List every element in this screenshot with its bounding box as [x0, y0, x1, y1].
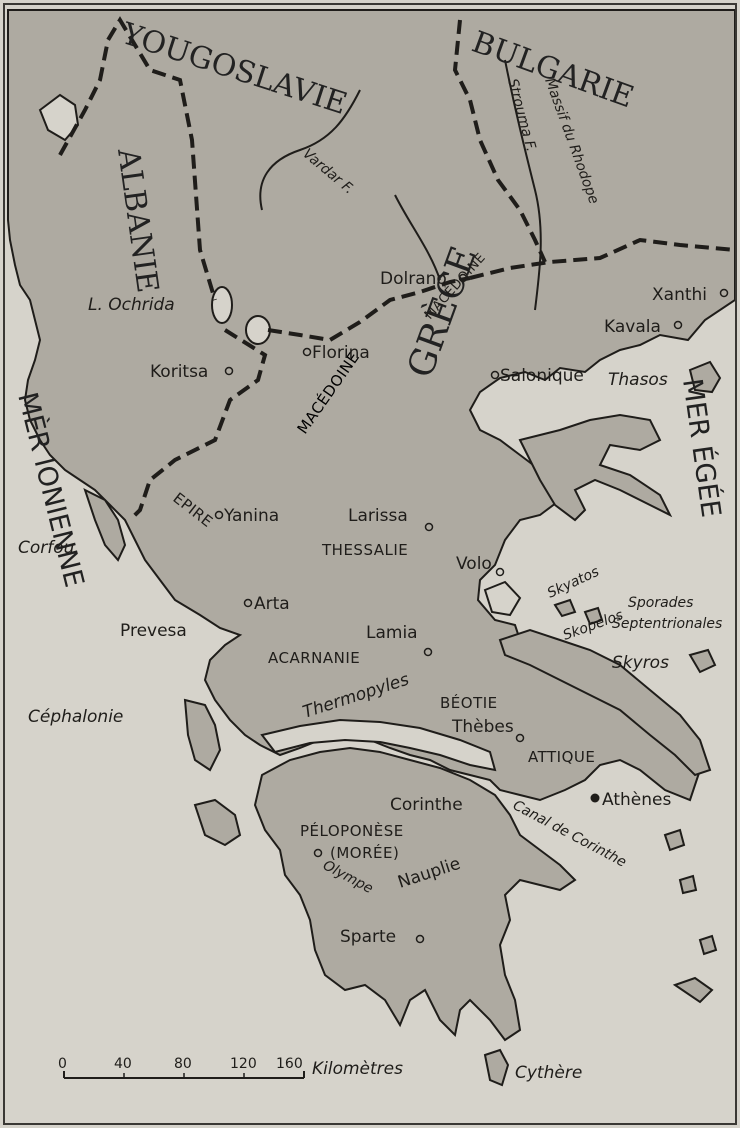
town-larissa: Larissa: [348, 506, 434, 532]
svg-text:Koritsa: Koritsa: [150, 362, 208, 382]
zante-island: [193, 798, 242, 847]
label-corfou: Corfou: [18, 538, 75, 558]
strouma-river: [504, 59, 542, 311]
svg-text:Yanina: Yanina: [223, 506, 279, 526]
golfe-de-corinthe: [260, 718, 497, 772]
svg-text:Florina: Florina: [312, 343, 370, 363]
thasos-island: [688, 360, 722, 394]
scale-unit: Kilomètres: [312, 1059, 403, 1079]
label-lac-ochrida: L. Ochrida: [88, 295, 175, 315]
town-arta: Arta: [243, 594, 290, 614]
chalcidique: [518, 413, 673, 522]
town-koritsa: Koritsa: [150, 362, 234, 382]
frontier-albanie-grece: [128, 328, 268, 522]
scale-tick-160: 160: [276, 1056, 303, 1072]
corfou-island: [83, 488, 127, 562]
svg-text:Thèbes: Thèbes: [451, 717, 514, 737]
cyclades-islands: [663, 828, 718, 1004]
scale-bar: 0 40 80 120 160 Kilomètres: [58, 1056, 403, 1079]
svg-text:Sparte: Sparte: [340, 927, 396, 947]
scale-tick-120: 120: [230, 1056, 257, 1072]
svg-text:Dolrano: Dolrano: [380, 269, 447, 289]
label-prevesa: Prevesa: [120, 621, 187, 641]
label-thessalie: THESSALIE: [321, 541, 408, 559]
label-sporades: Sporades: [628, 595, 693, 611]
label-skyros: Skyros: [612, 653, 669, 673]
frontier-yougoslavie-bulgarie: [452, 19, 547, 263]
label-acarnanie: ACARNANIE: [268, 649, 360, 667]
skyros-island: [688, 648, 717, 674]
label-attique: ATTIQUE: [528, 748, 595, 766]
town-florina: Florina: [302, 343, 370, 363]
scale-tick-80: 80: [174, 1056, 192, 1072]
frontier-yougoslavie-grece: [267, 276, 471, 343]
lake-ochrida: [211, 286, 233, 324]
svg-text:Larissa: Larissa: [348, 506, 408, 526]
label-moree: (MORÉE): [330, 843, 399, 862]
scale-tick-0: 0: [58, 1056, 67, 1072]
label-peloponese: PÉLOPONÈSE: [300, 821, 404, 840]
sporades-islands: [553, 598, 604, 626]
town-kavala: Kavala: [604, 317, 683, 337]
svg-text:Salonique: Salonique: [500, 366, 584, 386]
town-salonique: Salonique: [490, 366, 584, 386]
scale-tick-40: 40: [114, 1056, 132, 1072]
town-athenes: Athènes: [590, 790, 671, 810]
map-frame: [3, 3, 737, 1125]
lake-prespa: [245, 315, 271, 345]
label-thasos: Thasos: [608, 370, 668, 390]
svg-text:Kavala: Kavala: [604, 317, 661, 337]
label-cythere: Cythère: [515, 1063, 582, 1083]
town-lamia: Lamia: [366, 623, 433, 657]
svg-text:Athènes: Athènes: [602, 790, 671, 810]
label-septentrionales: Septentrionales: [612, 616, 722, 632]
town-yanina: Yanina: [214, 506, 279, 526]
town-volo: Volo: [456, 554, 505, 577]
svg-text:Lamia: Lamia: [366, 623, 418, 643]
cephalonie-island: [183, 698, 222, 772]
frontier-bulgarie-grece: [469, 237, 736, 280]
town-dolrano: Dolrano: [380, 269, 468, 289]
svg-text:Volo: Volo: [456, 554, 492, 574]
frontier-yougoslavie-albanie: [58, 16, 217, 301]
golfe-de-volo: [483, 580, 522, 617]
label-corinthe: Corinthe: [390, 795, 463, 815]
label-beotie: BÉOTIE: [440, 693, 498, 712]
eubee: [498, 628, 712, 777]
svg-text:Xanthi: Xanthi: [652, 285, 707, 305]
cythere-island: [483, 1048, 510, 1087]
label-cephalonie: Céphalonie: [28, 707, 123, 727]
town-xanthi: Xanthi: [652, 285, 729, 305]
town-thebes: Thèbes: [451, 717, 525, 743]
peloponese: [253, 746, 577, 1042]
mainland-landmass: [7, 9, 736, 802]
vardar-river: [259, 89, 441, 281]
town-sparte: Sparte: [340, 927, 425, 947]
svg-text:Arta: Arta: [254, 594, 290, 614]
